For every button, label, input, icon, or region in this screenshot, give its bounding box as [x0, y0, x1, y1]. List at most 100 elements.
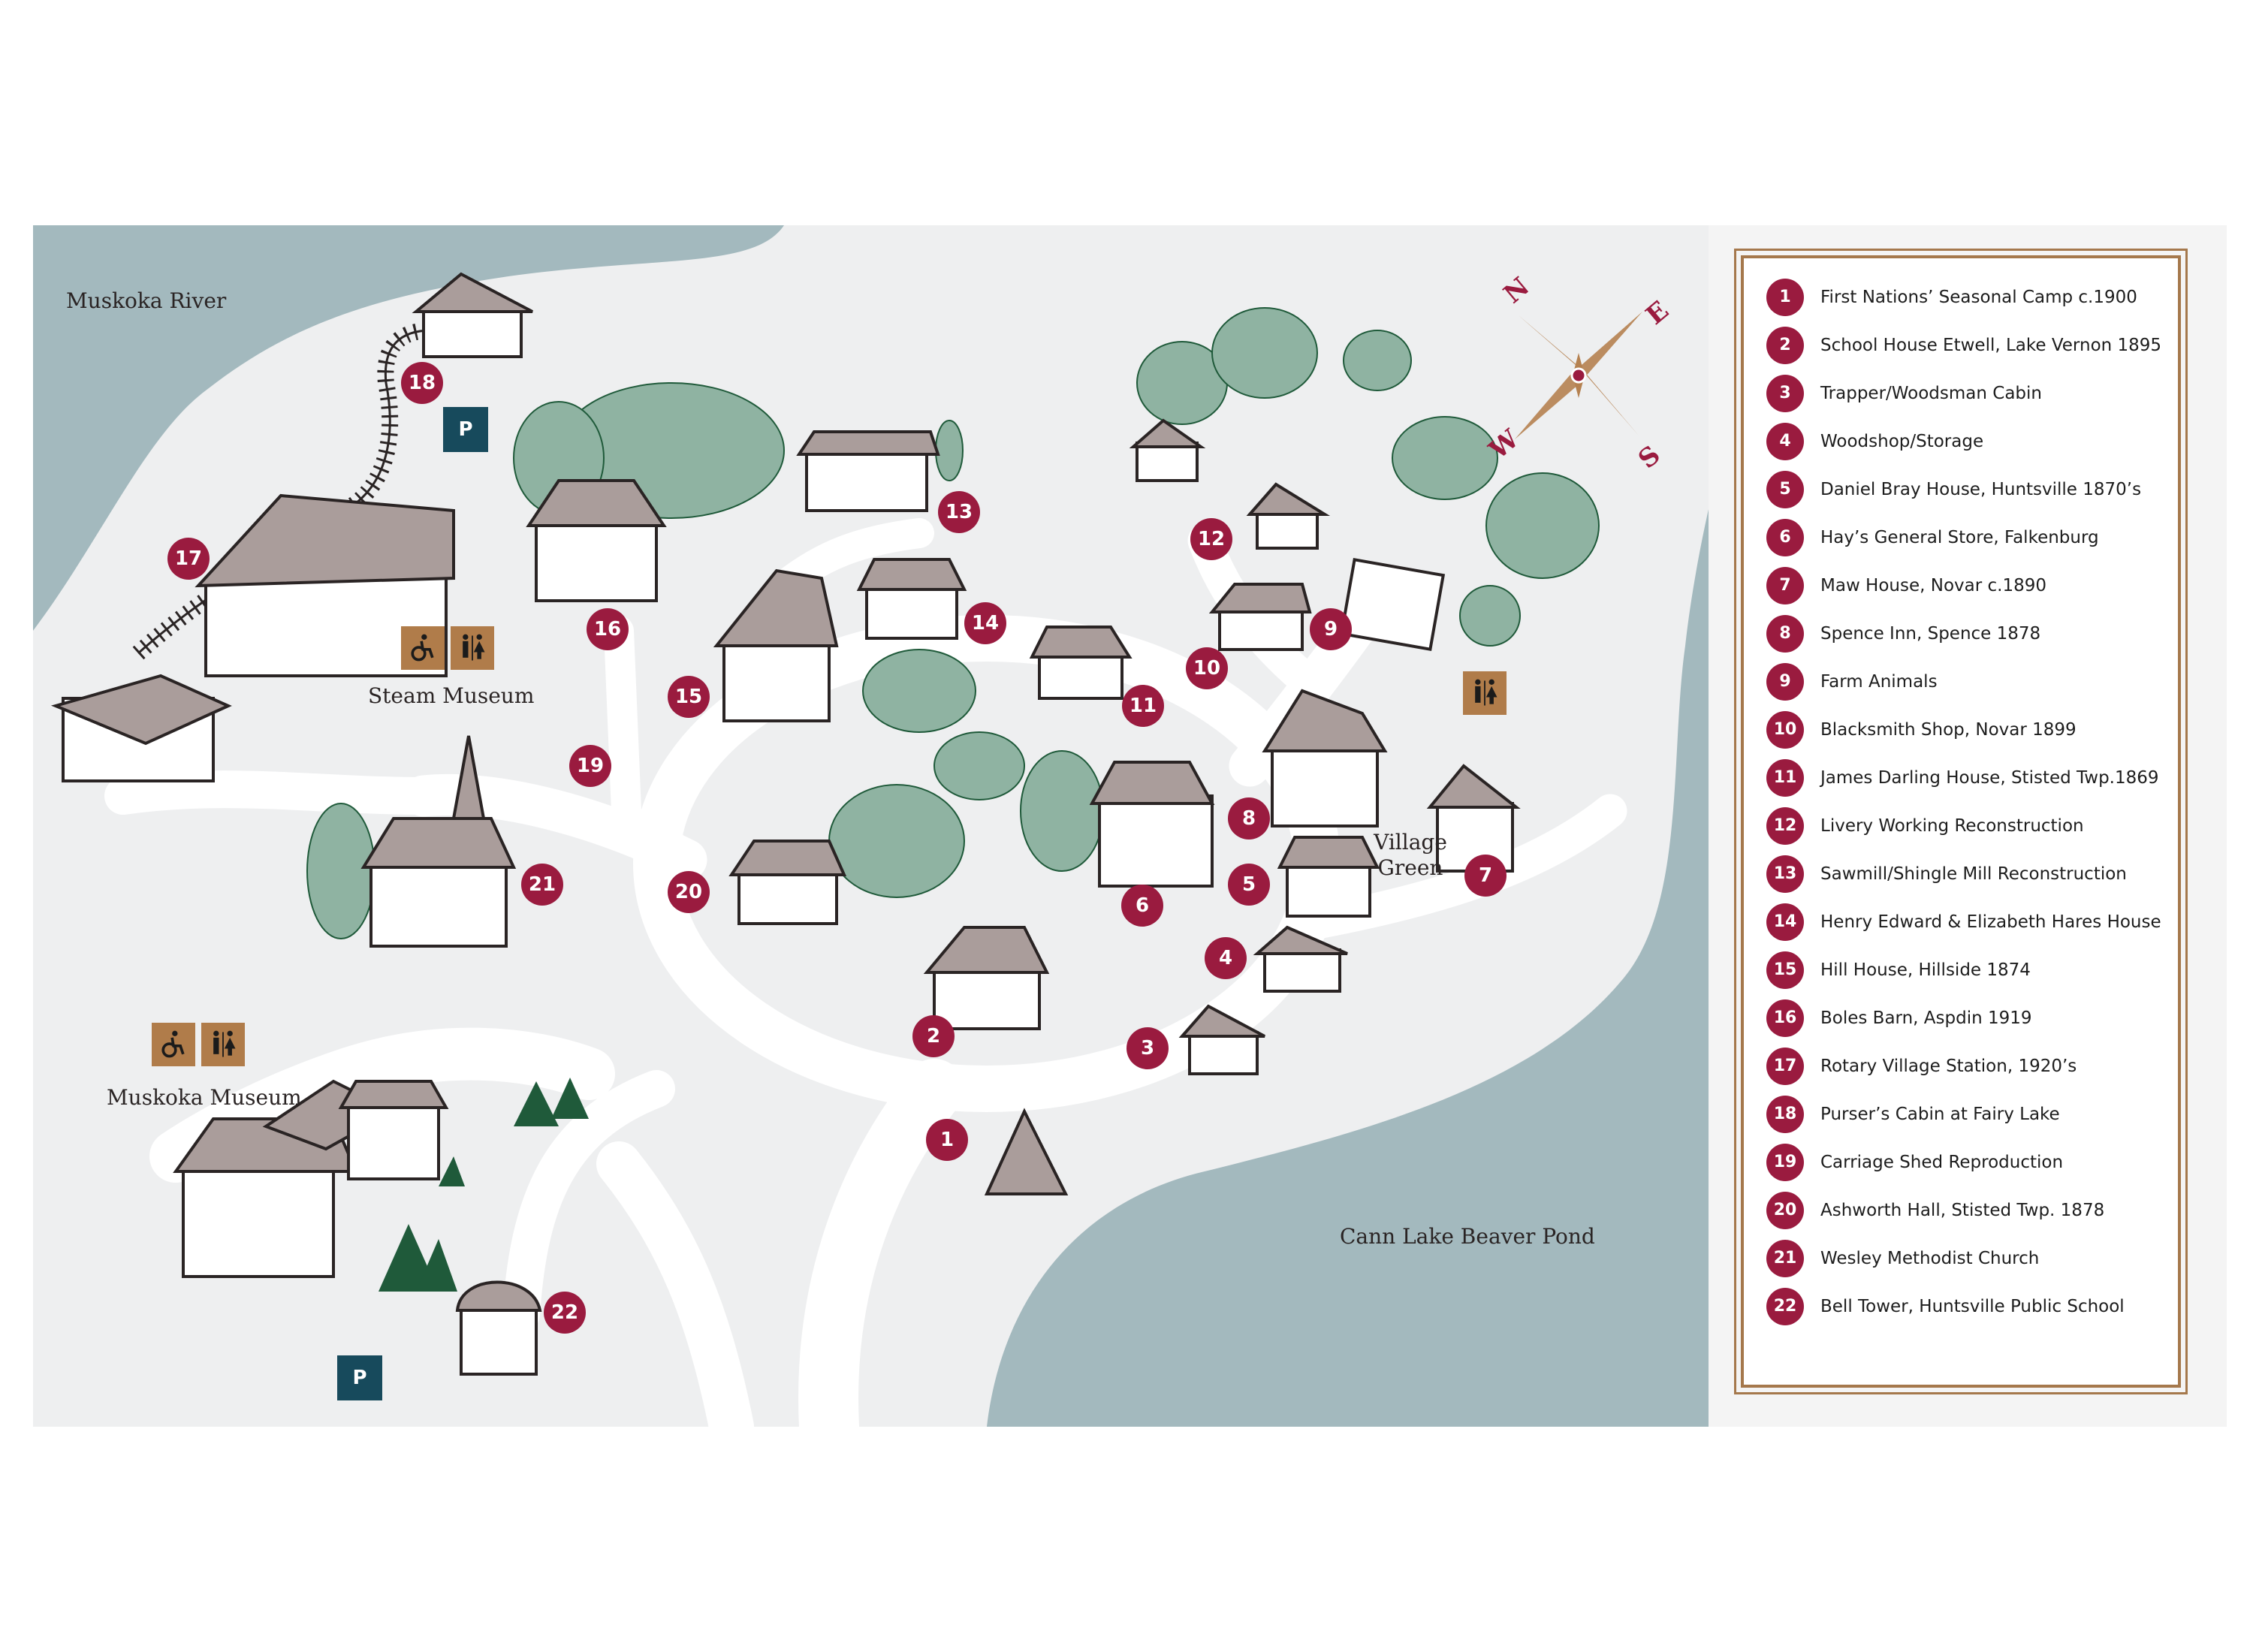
- legend-number: 17: [1766, 1048, 1804, 1085]
- legend-label: Purser’s Cabin at Fairy Lake: [1820, 1105, 2060, 1124]
- legend-item[interactable]: 8 Spence Inn, Spence 1878: [1766, 615, 2040, 653]
- legend-number: 6: [1766, 519, 1804, 556]
- map-marker-21[interactable]: 21: [521, 864, 563, 906]
- legend-label: Maw House, Novar c.1890: [1820, 576, 2046, 595]
- restroom-icon: [451, 626, 494, 670]
- pine-trees: [379, 1078, 589, 1292]
- legend-item[interactable]: 22 Bell Tower, Huntsville Public School: [1766, 1288, 2125, 1325]
- legend-item[interactable]: 20 Ashworth Hall, Stisted Twp. 1878: [1766, 1192, 2104, 1229]
- parking-sign: P: [443, 407, 488, 452]
- legend-number: 16: [1766, 999, 1804, 1037]
- map-marker-7[interactable]: 7: [1464, 855, 1507, 897]
- legend-item[interactable]: 16 Boles Barn, Aspdin 1919: [1766, 999, 2032, 1037]
- legend-number: 9: [1766, 663, 1804, 701]
- legend-item[interactable]: 21 Wesley Methodist Church: [1766, 1240, 2039, 1277]
- legend-number: 3: [1766, 375, 1804, 412]
- legend-number: 13: [1766, 855, 1804, 893]
- legend-item[interactable]: 17 Rotary Village Station, 1920’s: [1766, 1048, 2077, 1085]
- legend-number: 22: [1766, 1288, 1804, 1325]
- tree-clusters: [306, 307, 1600, 939]
- legend-label: School House Etwell, Lake Vernon 1895: [1820, 336, 2162, 355]
- map-marker-3[interactable]: 3: [1126, 1027, 1169, 1069]
- legend-number: 11: [1766, 759, 1804, 797]
- legend-label: First Nations’ Seasonal Camp c.1900: [1820, 288, 2137, 307]
- legend-label: Sawmill/Shingle Mill Reconstruction: [1820, 864, 2127, 884]
- legend-number: 14: [1766, 903, 1804, 941]
- label-muskoka-museum: Muskoka Museum: [107, 1085, 302, 1110]
- legend-label: Ashworth Hall, Stisted Twp. 1878: [1820, 1201, 2105, 1220]
- legend-label: Daniel Bray House, Huntsville 1870’s: [1820, 480, 2142, 499]
- legend-number: 19: [1766, 1144, 1804, 1181]
- legend-label: Wesley Methodist Church: [1820, 1249, 2040, 1268]
- legend-label: Farm Animals: [1820, 672, 1938, 692]
- compass-rose: [1515, 312, 1642, 439]
- legend-item[interactable]: 5 Daniel Bray House, Huntsville 1870’s: [1766, 471, 2141, 508]
- legend-label: Boles Barn, Aspdin 1919: [1820, 1008, 2032, 1028]
- legend-item[interactable]: 9 Farm Animals: [1766, 663, 1938, 701]
- map-marker-12[interactable]: 12: [1190, 518, 1232, 560]
- map-marker-18[interactable]: 18: [401, 362, 443, 404]
- legend-item[interactable]: 7 Maw House, Novar c.1890: [1766, 567, 2046, 604]
- map-marker-4[interactable]: 4: [1205, 937, 1247, 979]
- legend-label: Carriage Shed Reproduction: [1820, 1153, 2064, 1172]
- legend-label: Hay’s General Store, Falkenburg: [1820, 528, 2099, 547]
- legend-item[interactable]: 14 Henry Edward & Elizabeth Hares House: [1766, 903, 2161, 941]
- legend-number: 21: [1766, 1240, 1804, 1277]
- map-marker-9[interactable]: 9: [1310, 608, 1352, 650]
- map-marker-14[interactable]: 14: [964, 602, 1006, 644]
- map-marker-1[interactable]: 1: [926, 1119, 968, 1161]
- label-village-green: Village Green: [1374, 830, 1447, 880]
- legend-label: Bell Tower, Huntsville Public School: [1820, 1297, 2125, 1316]
- legend-label: James Darling House, Stisted Twp.1869: [1820, 768, 2159, 788]
- legend-number: 12: [1766, 807, 1804, 845]
- legend-number: 5: [1766, 471, 1804, 508]
- legend-item[interactable]: 19 Carriage Shed Reproduction: [1766, 1144, 2063, 1181]
- map-marker-2[interactable]: 2: [912, 1015, 955, 1057]
- map-marker-6[interactable]: 6: [1121, 885, 1163, 927]
- cann-lake-water: [987, 481, 1715, 1427]
- map-marker-13[interactable]: 13: [938, 491, 980, 533]
- legend-item[interactable]: 1 First Nations’ Seasonal Camp c.1900: [1766, 279, 2137, 316]
- legend-item[interactable]: 11 James Darling House, Stisted Twp.1869: [1766, 759, 2159, 797]
- map-marker-17[interactable]: 17: [167, 538, 210, 580]
- map-marker-22[interactable]: 22: [544, 1292, 586, 1334]
- map-marker-20[interactable]: 20: [668, 871, 710, 913]
- accessible-icon: [152, 1023, 195, 1066]
- legend-number: 8: [1766, 615, 1804, 653]
- label-muskoka-river: Muskoka River: [66, 288, 227, 313]
- map-marker-8[interactable]: 8: [1228, 797, 1270, 840]
- legend-number: 1: [1766, 279, 1804, 316]
- legend-item[interactable]: 6 Hay’s General Store, Falkenburg: [1766, 519, 2099, 556]
- legend-label: Henry Edward & Elizabeth Hares House: [1820, 912, 2161, 932]
- label-steam-museum: Steam Museum: [368, 683, 535, 708]
- legend-item[interactable]: 10 Blacksmith Shop, Novar 1899: [1766, 711, 2077, 749]
- restroom-icon: [201, 1023, 245, 1066]
- map-marker-5[interactable]: 5: [1228, 864, 1270, 906]
- legend-number: 10: [1766, 711, 1804, 749]
- map-marker-19[interactable]: 19: [569, 745, 611, 787]
- buildings: [50, 272, 1521, 1376]
- legend-item[interactable]: 4 Woodshop/Storage: [1766, 423, 1983, 460]
- legend-number: 7: [1766, 567, 1804, 604]
- map-marker-15[interactable]: 15: [668, 676, 710, 718]
- muskoka-river-water: [33, 225, 784, 631]
- map-marker-16[interactable]: 16: [587, 608, 629, 650]
- legend-number: 20: [1766, 1192, 1804, 1229]
- legend-label: Livery Working Reconstruction: [1820, 816, 2084, 836]
- legend-label: Spence Inn, Spence 1878: [1820, 624, 2041, 644]
- legend-item[interactable]: 18 Purser’s Cabin at Fairy Lake: [1766, 1096, 2060, 1133]
- map-marker-10[interactable]: 10: [1186, 647, 1228, 689]
- map-marker-11[interactable]: 11: [1122, 685, 1164, 727]
- legend-label: Rotary Village Station, 1920’s: [1820, 1057, 2077, 1076]
- legend-number: 18: [1766, 1096, 1804, 1133]
- restroom-icon: [1463, 671, 1507, 715]
- legend-item[interactable]: 12 Livery Working Reconstruction: [1766, 807, 2084, 845]
- legend-item[interactable]: 13 Sawmill/Shingle Mill Reconstruction: [1766, 855, 2127, 893]
- legend-label: Blacksmith Shop, Novar 1899: [1820, 720, 2077, 740]
- legend-number: 4: [1766, 423, 1804, 460]
- legend-label: Woodshop/Storage: [1820, 432, 1984, 451]
